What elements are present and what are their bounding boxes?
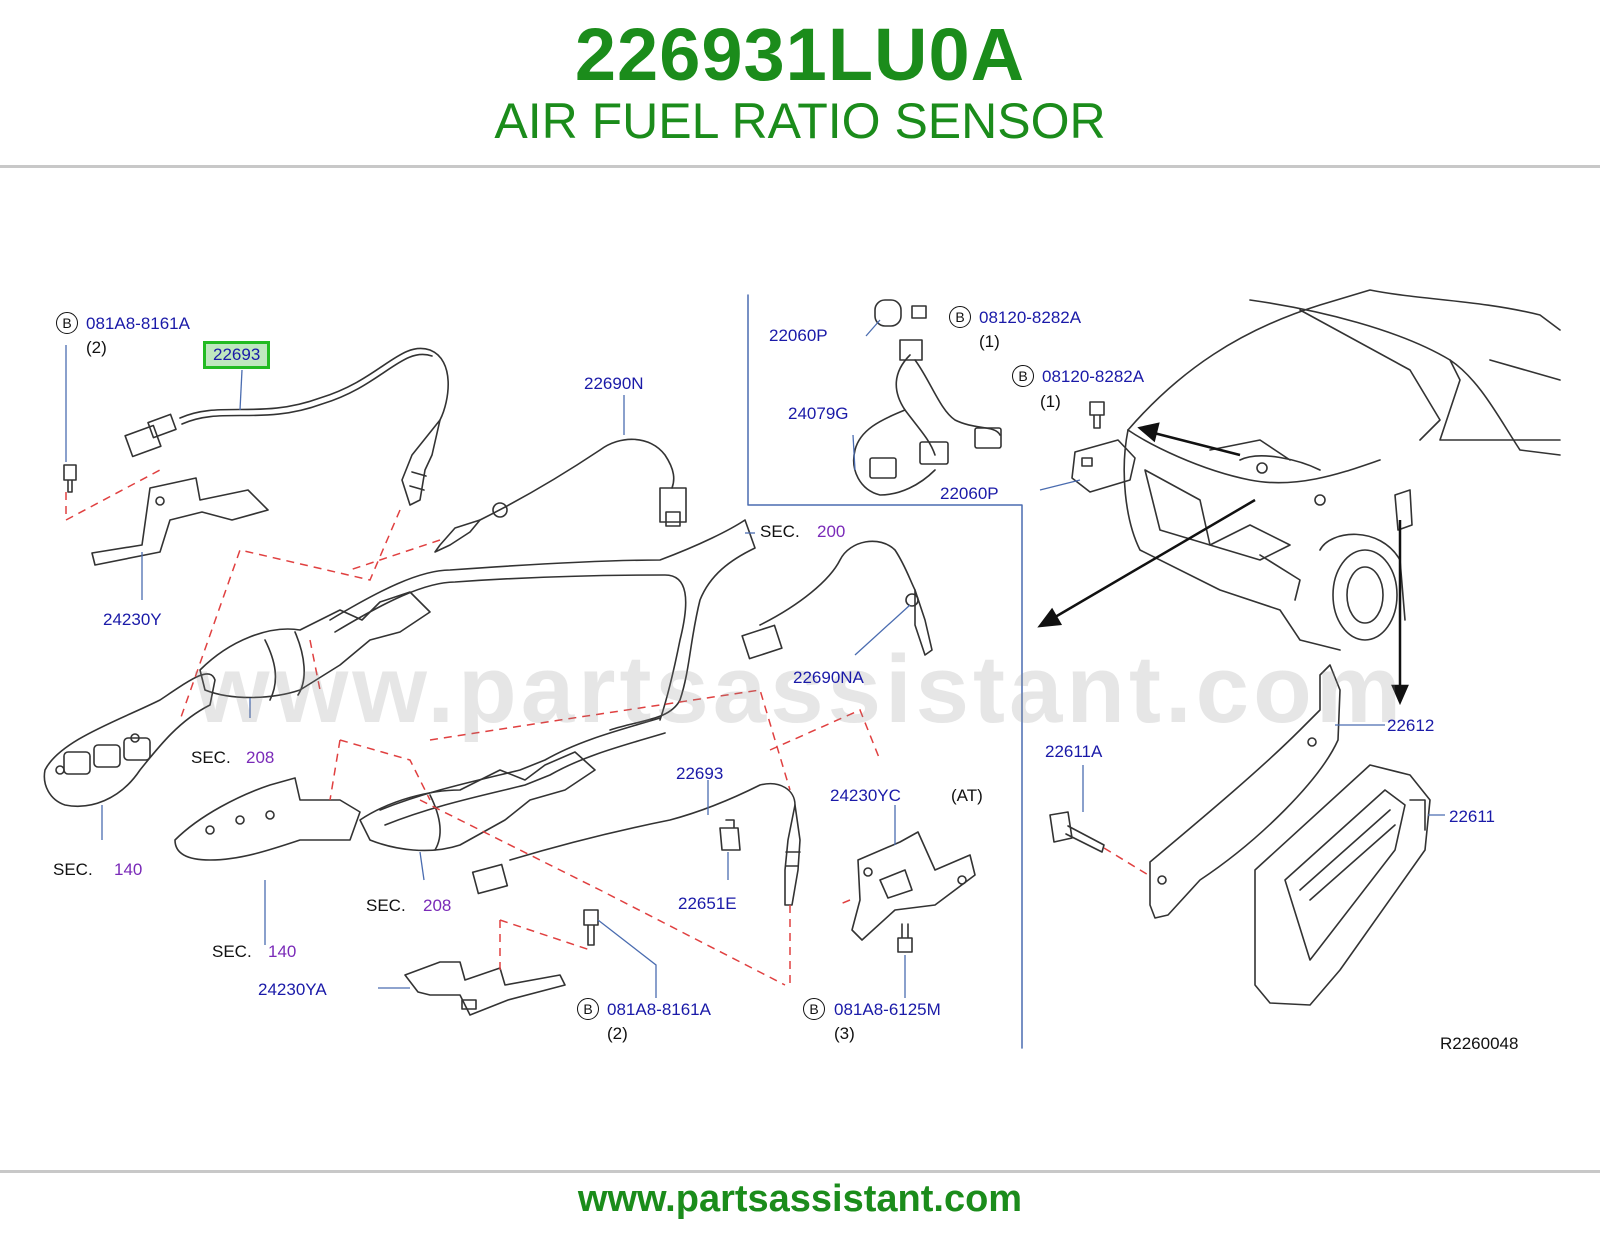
sec-208-prefix-b: SEC. <box>366 896 406 915</box>
label-08120-8282a-1[interactable]: 08120-8282A <box>979 308 1082 327</box>
footer-url-link[interactable]: www.partsassistant.com <box>577 1178 1023 1220</box>
bolt-symbol-lower-right: B <box>803 998 825 1020</box>
label-22060p-bottom[interactable]: 22060P <box>940 484 999 503</box>
sec-140-prefix-b: SEC. <box>212 942 252 961</box>
sec-208-prefix-a: SEC. <box>191 748 231 767</box>
label-081a8-8161a-top[interactable]: 081A8-8161A <box>86 314 190 333</box>
label-22060p-top[interactable]: 22060P <box>769 326 828 345</box>
label-081a8-6125m[interactable]: 081A8-6125M <box>834 1000 941 1019</box>
label-22651e[interactable]: 22651E <box>678 894 737 913</box>
qty-081a8-6125m: (3) <box>834 1024 855 1043</box>
label-24230y[interactable]: 24230Y <box>103 610 162 629</box>
part-name-subtitle: AIR FUEL RATIO SENSOR <box>494 93 1106 149</box>
header: 226931LU0A AIR FUEL RATIO SENSOR <box>0 0 1600 168</box>
bolt-symbol-knock-2: B <box>1012 365 1034 387</box>
qty-08120-8282a-1: (1) <box>979 332 1000 351</box>
label-22693-lower[interactable]: 22693 <box>676 764 724 783</box>
header-divider <box>0 165 1600 168</box>
label-24230yc[interactable]: 24230YC <box>830 786 901 805</box>
sec-140-number-b[interactable]: 140 <box>268 942 297 961</box>
label-22611a[interactable]: 22611A <box>1045 742 1103 761</box>
label-081a8-8161a-lower[interactable]: 081A8-8161A <box>607 1000 711 1019</box>
label-22611[interactable]: 22611 <box>1449 807 1496 826</box>
sec-208-number-b[interactable]: 208 <box>423 896 452 915</box>
bolt-symbol-left-top: B <box>56 312 78 334</box>
sec-200-prefix: SEC. <box>760 522 800 541</box>
diagram-ref-code: R2260048 <box>1440 1034 1519 1053</box>
sec-140-number-a[interactable]: 140 <box>114 860 143 879</box>
label-22693-highlighted[interactable]: 22693 <box>203 341 271 369</box>
footer-divider <box>0 1170 1600 1173</box>
label-22690n[interactable]: 22690N <box>584 374 644 393</box>
qty-08120-8282a-2: (1) <box>1040 392 1061 411</box>
bolt-symbol-lower-mid: B <box>577 998 599 1020</box>
qty-081a8-8161a-lower: (2) <box>607 1024 628 1043</box>
sec-200-number[interactable]: 200 <box>817 522 846 541</box>
label-24230ya[interactable]: 24230YA <box>258 980 327 999</box>
sec-140-prefix-a: SEC. <box>53 860 93 879</box>
bolt-symbol-knock-1: B <box>949 306 971 328</box>
label-08120-8282a-2[interactable]: 08120-8282A <box>1042 367 1145 386</box>
part-number-title: 226931LU0A <box>574 13 1026 96</box>
label-22612[interactable]: 22612 <box>1387 716 1435 735</box>
label-24079g[interactable]: 24079G <box>788 404 849 423</box>
at-note: (AT) <box>951 786 983 805</box>
sec-208-number-a[interactable]: 208 <box>246 748 275 767</box>
qty-081a8-8161a-top: (2) <box>86 338 107 357</box>
label-22690na[interactable]: 22690NA <box>793 668 864 687</box>
